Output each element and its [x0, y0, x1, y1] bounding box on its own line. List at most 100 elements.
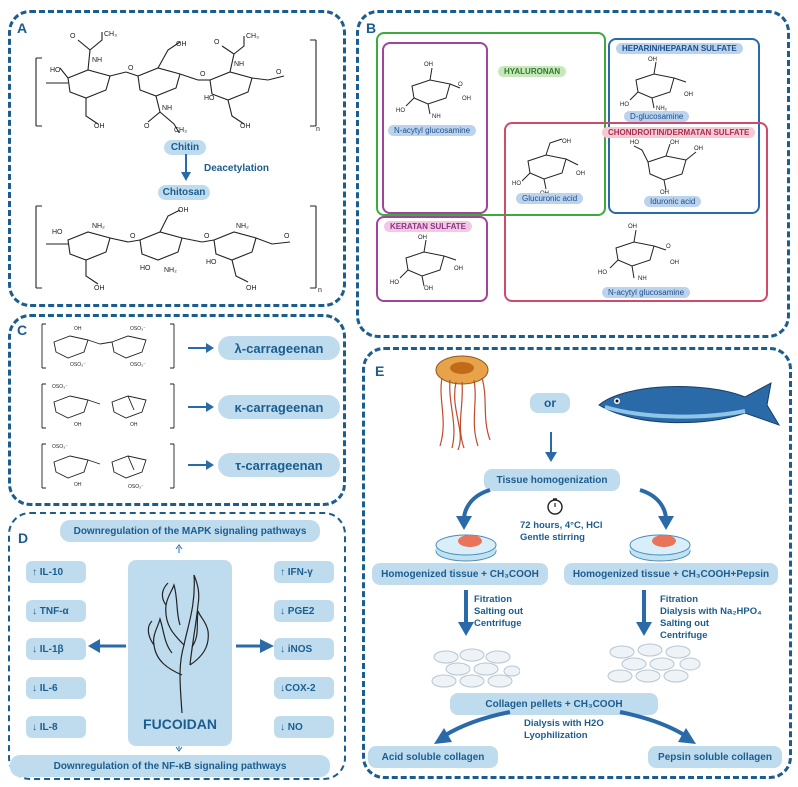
svg-text:CH₃: CH₃: [246, 33, 259, 40]
final-arrows: [434, 710, 696, 744]
svg-text:CH₃: CH₃: [104, 31, 117, 38]
lambda-carrageenan-label: λ-carrageenan: [218, 336, 340, 360]
svg-text:NH₂: NH₂: [236, 223, 249, 230]
jellyfish-icon: [435, 355, 491, 450]
keratan-tag: KERATAN SULFATE: [384, 221, 472, 232]
svg-text:NH: NH: [638, 276, 647, 282]
il-6-item: ↓ IL-6: [26, 677, 86, 699]
svg-text:OH: OH: [454, 266, 463, 272]
svg-text:HO: HO: [140, 265, 151, 272]
collagen-pellets-right: [607, 643, 701, 683]
processing-arrows: [458, 590, 652, 636]
il-1beta-item: ↓ IL-1β: [26, 638, 86, 660]
split-arrows: [456, 488, 674, 530]
il-10-item: ↑ IL-10: [26, 561, 86, 583]
panel-c-letter: C: [17, 322, 28, 338]
svg-text:OH: OH: [694, 146, 703, 152]
svg-text:O: O: [204, 233, 210, 240]
pge2-item: ↓ PGE2: [274, 600, 334, 622]
final-steps-text: Dialysis with H2O Lyophilization: [524, 718, 604, 741]
svg-text:O: O: [214, 39, 220, 46]
svg-text:OSO₃⁻: OSO₃⁻: [70, 362, 86, 368]
chitosan-n-label: n: [318, 287, 322, 294]
svg-text:NH: NH: [234, 61, 244, 68]
svg-text:HO: HO: [206, 259, 217, 266]
svg-text:OH: OH: [240, 123, 251, 130]
chitin-structure: NH CH₃ O HO OH O OH NH O CH₃ O NH CH₃ O …: [35, 31, 320, 133]
svg-text:HO: HO: [50, 67, 61, 74]
chitosan-label: Chitosan: [158, 185, 210, 200]
svg-text:HO: HO: [204, 95, 215, 102]
svg-text:NH₂: NH₂: [92, 223, 105, 230]
chitosan-structure: NH₂ HO OH O OH HO NH₂ O NH₂ HO OH O n: [35, 205, 322, 294]
svg-text:NH₂: NH₂: [656, 106, 668, 112]
svg-text:OH: OH: [74, 482, 82, 488]
svg-text:OH: OH: [74, 422, 82, 428]
svg-text:OH: OH: [684, 92, 693, 98]
chondroitin-tag: CHONDROITIN/DERMATAN SULFATE: [602, 127, 756, 138]
chitin-label: Chitin: [164, 140, 206, 155]
svg-text:OH: OH: [176, 41, 187, 48]
svg-text:OH: OH: [94, 123, 105, 130]
steps-left-text: Fitration Salting out Centrifuge: [474, 594, 524, 629]
petri-dish-right: [629, 534, 691, 562]
keratan-structure: OH HO OH OH: [390, 235, 463, 290]
fucoidan-seaweed-icon: [147, 574, 209, 714]
tnf-alpha-item: ↓ TNF-α: [26, 600, 86, 622]
pepsin-soluble-collagen-box: Pepsin soluble collagen: [648, 746, 782, 768]
inos-item: ↓ iNOS: [274, 638, 334, 660]
or-label: or: [530, 393, 570, 413]
svg-text:OH: OH: [418, 235, 427, 241]
svg-text:O: O: [284, 233, 290, 240]
svg-text:OH: OH: [424, 286, 433, 290]
svg-text:OH: OH: [648, 57, 657, 63]
svg-text:O: O: [144, 123, 150, 130]
svg-text:OH: OH: [74, 326, 82, 332]
fish-icon: [598, 382, 781, 426]
fucoidan-label: FUCOIDAN: [143, 716, 217, 732]
iduronic-acid-label: Iduronic acid: [644, 196, 702, 207]
svg-text:OSO₃⁻: OSO₃⁻: [130, 362, 146, 368]
svg-text:NH: NH: [92, 57, 102, 64]
svg-text:HO: HO: [630, 140, 639, 146]
svg-text:O: O: [276, 69, 282, 76]
panel-b-letter: B: [366, 20, 377, 36]
panel-a: [8, 10, 346, 307]
heparin-tag: HEPARIN/HEPARAN SULFATE: [616, 43, 743, 54]
d-glucosamine-label: D-glucosamine: [624, 111, 690, 122]
chitin-n-label: n: [316, 126, 320, 133]
svg-text:HO: HO: [390, 280, 399, 286]
svg-text:NH: NH: [162, 105, 172, 112]
nfkb-downregulation: Downregulation of the NF-κB signaling pa…: [10, 755, 330, 777]
n-acetyl-box: [382, 42, 488, 214]
glucuronic-acid-label: Glucuronic acid: [516, 193, 584, 204]
hyaluronan-tag: HYALURONAN: [498, 66, 567, 77]
homogenized-right-box: Homogenized tissue + CH₃COOH+Pepsin: [564, 563, 778, 585]
heparin-box: [608, 38, 760, 214]
svg-text:OH: OH: [246, 285, 257, 292]
deacetylation-label: Deacetylation: [204, 163, 270, 174]
cox-2-item: ↓COX-2: [274, 677, 334, 699]
panel-b: [356, 10, 790, 338]
conditions-text: 72 hours, 4°C, HCl Gentle stirring: [520, 520, 603, 543]
svg-text:OH: OH: [94, 285, 105, 292]
timer-icon: [547, 498, 563, 515]
panel-e: [362, 347, 792, 779]
svg-text:OH: OH: [462, 96, 471, 102]
svg-text:OSO₃⁻: OSO₃⁻: [52, 444, 68, 450]
kappa-carrageenan-label: κ-carrageenan: [218, 395, 340, 419]
collagen-pellets-box: Collagen pellets + CH₃COOH: [450, 693, 658, 715]
ifn-gamma-item: ↑ IFN-γ: [274, 561, 334, 583]
svg-text:NH₂: NH₂: [164, 267, 177, 274]
hyaluronan-box: [376, 32, 606, 216]
acid-soluble-collagen-box: Acid soluble collagen: [368, 746, 498, 768]
svg-text:O: O: [130, 233, 136, 240]
svg-text:OH: OH: [576, 171, 585, 177]
svg-text:OH: OH: [660, 190, 669, 194]
svg-text:O: O: [666, 244, 671, 250]
svg-text:OSO₃⁻: OSO₃⁻: [128, 484, 144, 490]
